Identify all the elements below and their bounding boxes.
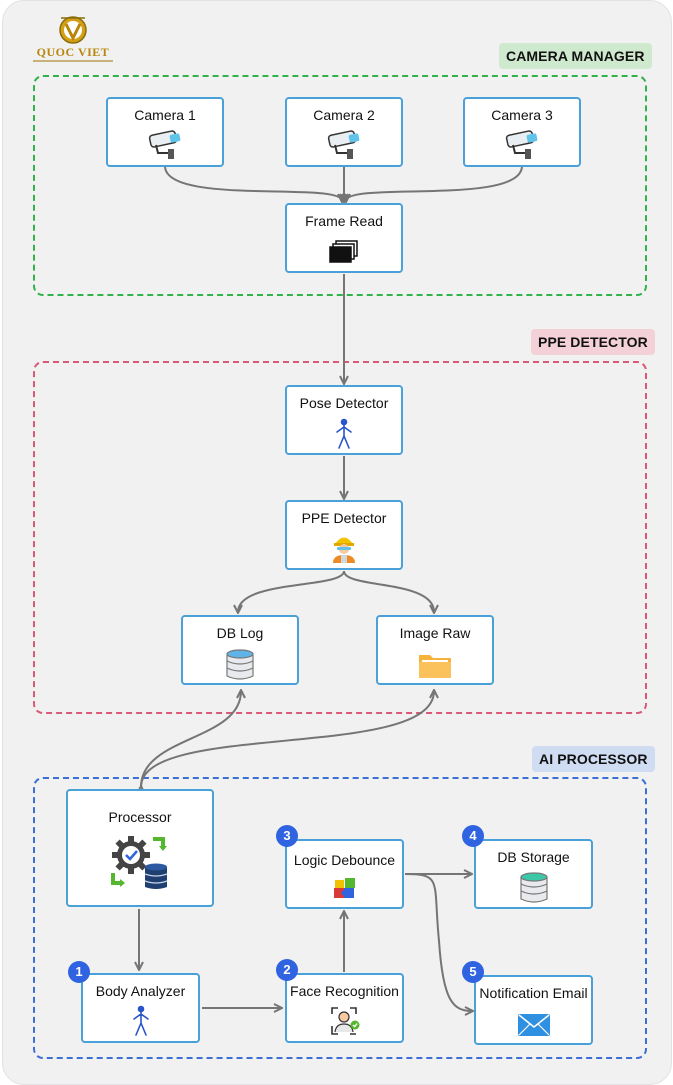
edge-camera3-frame-read xyxy=(346,165,523,201)
frame-read-label: Frame Read xyxy=(305,213,383,229)
envelope-icon xyxy=(517,1014,550,1036)
edge-imageraw-processor xyxy=(140,691,434,788)
security-camera-icon xyxy=(148,130,181,159)
db-log-node[interactable]: DB Log xyxy=(181,615,299,685)
db-storage-node[interactable]: DB Storage xyxy=(474,839,593,909)
face-recognition-node[interactable]: Face Recognition xyxy=(285,973,404,1043)
camera-2-node[interactable]: Camera 2 xyxy=(285,97,403,167)
puzzle-icon xyxy=(333,878,355,898)
company-logo: QUOC VIET xyxy=(33,15,113,65)
notification-email-label: Notification Email xyxy=(479,985,588,1001)
logo-text: QUOC VIET xyxy=(36,45,110,59)
edge-ppe-dblog xyxy=(238,570,345,612)
face-scan-icon xyxy=(330,1007,359,1035)
security-camera-icon xyxy=(505,130,538,159)
frames-stack-icon xyxy=(329,240,358,263)
connector-edges xyxy=(3,165,523,1084)
camera-3-label: Camera 3 xyxy=(491,107,553,123)
edge-camera1-frame-read xyxy=(164,165,342,201)
step-badge-1: 1 xyxy=(68,961,90,983)
security-camera-icon xyxy=(327,130,360,159)
logo-emblem-icon xyxy=(59,16,87,44)
ai-processor-group xyxy=(33,777,647,1059)
edge-logic-email xyxy=(404,873,472,1011)
ppe-detector-group xyxy=(33,361,647,714)
notification-email-node[interactable]: Notification Email xyxy=(474,975,593,1045)
ppe-detector-label: PPE Detector xyxy=(301,510,387,526)
face-recognition-label: Face Recognition xyxy=(290,983,399,999)
logic-debounce-node[interactable]: Logic Debounce xyxy=(285,839,404,909)
human-pose-icon xyxy=(336,418,352,449)
database-teal-icon xyxy=(519,872,548,903)
db-log-label: DB Log xyxy=(216,625,264,641)
camera-manager-tag: CAMERA MANAGER xyxy=(499,43,652,69)
edge-dblog-processor xyxy=(141,691,241,787)
human-pose-icon xyxy=(132,1005,149,1036)
database-icon xyxy=(226,649,254,680)
processor-node[interactable]: Processor xyxy=(66,789,214,907)
db-storage-label: DB Storage xyxy=(497,849,570,865)
image-raw-node[interactable]: Image Raw xyxy=(376,615,494,685)
step-badge-5: 5 xyxy=(462,961,484,983)
logic-debounce-label: Logic Debounce xyxy=(293,852,396,868)
pose-detector-label: Pose Detector xyxy=(299,395,389,411)
ppe-detector-node[interactable]: PPE Detector xyxy=(285,500,403,570)
ppe-detector-tag: PPE DETECTOR xyxy=(531,329,655,355)
camera-1-node[interactable]: Camera 1 xyxy=(106,97,224,167)
step-badge-4: 4 xyxy=(462,825,484,847)
ai-processor-tag: AI PROCESSOR xyxy=(532,746,655,772)
edge-ppe-imageraw xyxy=(343,570,434,612)
camera-3-node[interactable]: Camera 3 xyxy=(463,97,581,167)
body-analyzer-label: Body Analyzer xyxy=(95,983,186,999)
body-analyzer-node[interactable]: Body Analyzer xyxy=(81,973,200,1043)
folder-icon xyxy=(419,655,451,678)
camera-2-label: Camera 2 xyxy=(313,107,375,123)
camera-manager-group xyxy=(33,75,647,296)
frame-read-node[interactable]: Frame Read xyxy=(285,203,403,273)
processor-label: Processor xyxy=(108,809,172,825)
step-badge-2: 2 xyxy=(276,959,298,981)
camera-1-label: Camera 1 xyxy=(134,107,196,123)
worker-helmet-icon xyxy=(333,537,355,563)
gear-database-sync-icon xyxy=(111,836,168,889)
step-badge-3: 3 xyxy=(276,825,298,847)
pose-detector-node[interactable]: Pose Detector xyxy=(285,385,403,455)
image-raw-label: Image Raw xyxy=(399,625,471,641)
